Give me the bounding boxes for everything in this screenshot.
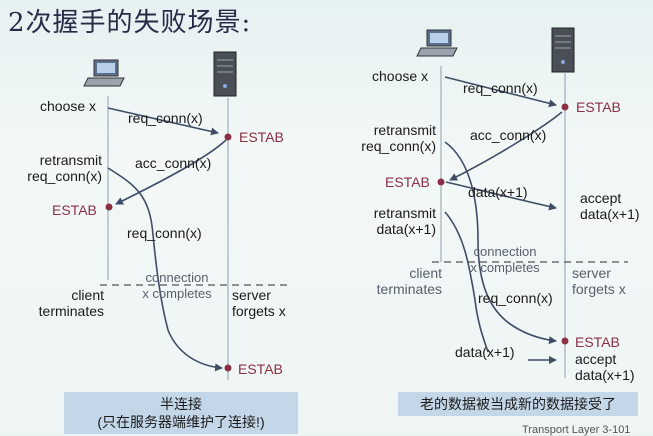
right-accept: accept [580,190,622,206]
right-x-completes: x completes [470,260,540,275]
left-acc-conn-label: acc_conn(x) [135,155,212,171]
right-estab-server-2: ESTAB [575,334,620,350]
client-laptop-icon [83,59,125,87]
right-retransmit-data: data(x+1) [376,221,436,237]
left-client: client [71,287,104,303]
slide-title: 2次握手的失败场景: [8,8,252,38]
left-caption: 半连接 (只在服务器端维护了连接!) [64,392,298,434]
right-forgets: forgets x [572,281,626,297]
right-server: server [572,265,611,281]
left-estab-server-2: ESTAB [238,361,283,377]
server-tower-icon-right [551,27,575,73]
right-estab-server-1: ESTAB [576,99,621,115]
right-choose-x: choose x [372,68,429,84]
right-caption: 老的数据被当成新的数据接受了 [398,392,638,416]
right-accept-data: data(x+1) [580,206,640,222]
right-retransmit-req: req_conn(x) [361,138,436,154]
footer-text: Transport Layer 3-101 [522,424,631,436]
left-retransmit: retransmit [39,152,102,168]
left-req-conn-2: req_conn(x) [127,225,202,241]
left-choose-x: choose x [40,98,97,114]
left-req-conn-label: req_conn(x) [128,110,203,126]
left-estab-server-1: ESTAB [239,129,284,145]
right-req-conn-label: req_conn(x) [463,80,538,96]
right-accept-data-2: data(x+1) [575,367,635,383]
left-server: server [232,287,271,303]
left-estab-client: ESTAB [52,202,97,218]
right-acc-conn-label: acc_conn(x) [470,127,547,143]
left-retransmit-req: req_conn(x) [27,168,102,184]
right-estab-client: ESTAB [385,174,430,190]
left-caption-line1: 半连接 [160,396,202,412]
right-data-label: data(x+1) [468,184,528,200]
right-connection: connection [473,244,537,259]
left-x-completes: x completes [142,286,212,301]
right-terminates: terminates [376,281,442,297]
right-client: client [409,265,442,281]
left-caption-line2: (只在服务器端维护了连接!) [97,414,265,430]
right-accept-2: accept [575,351,617,367]
right-req-conn-2: req_conn(x) [478,290,553,306]
right-retransmit-2: retransmit [373,205,436,221]
client-laptop-icon-right [416,29,458,57]
right-data-2: data(x+1) [455,344,515,360]
server-tower-icon [213,51,237,97]
left-forgets: forgets x [232,303,286,319]
left-connection: connection [145,270,209,285]
right-retransmit: retransmit [373,122,436,138]
left-terminates: terminates [38,303,104,319]
